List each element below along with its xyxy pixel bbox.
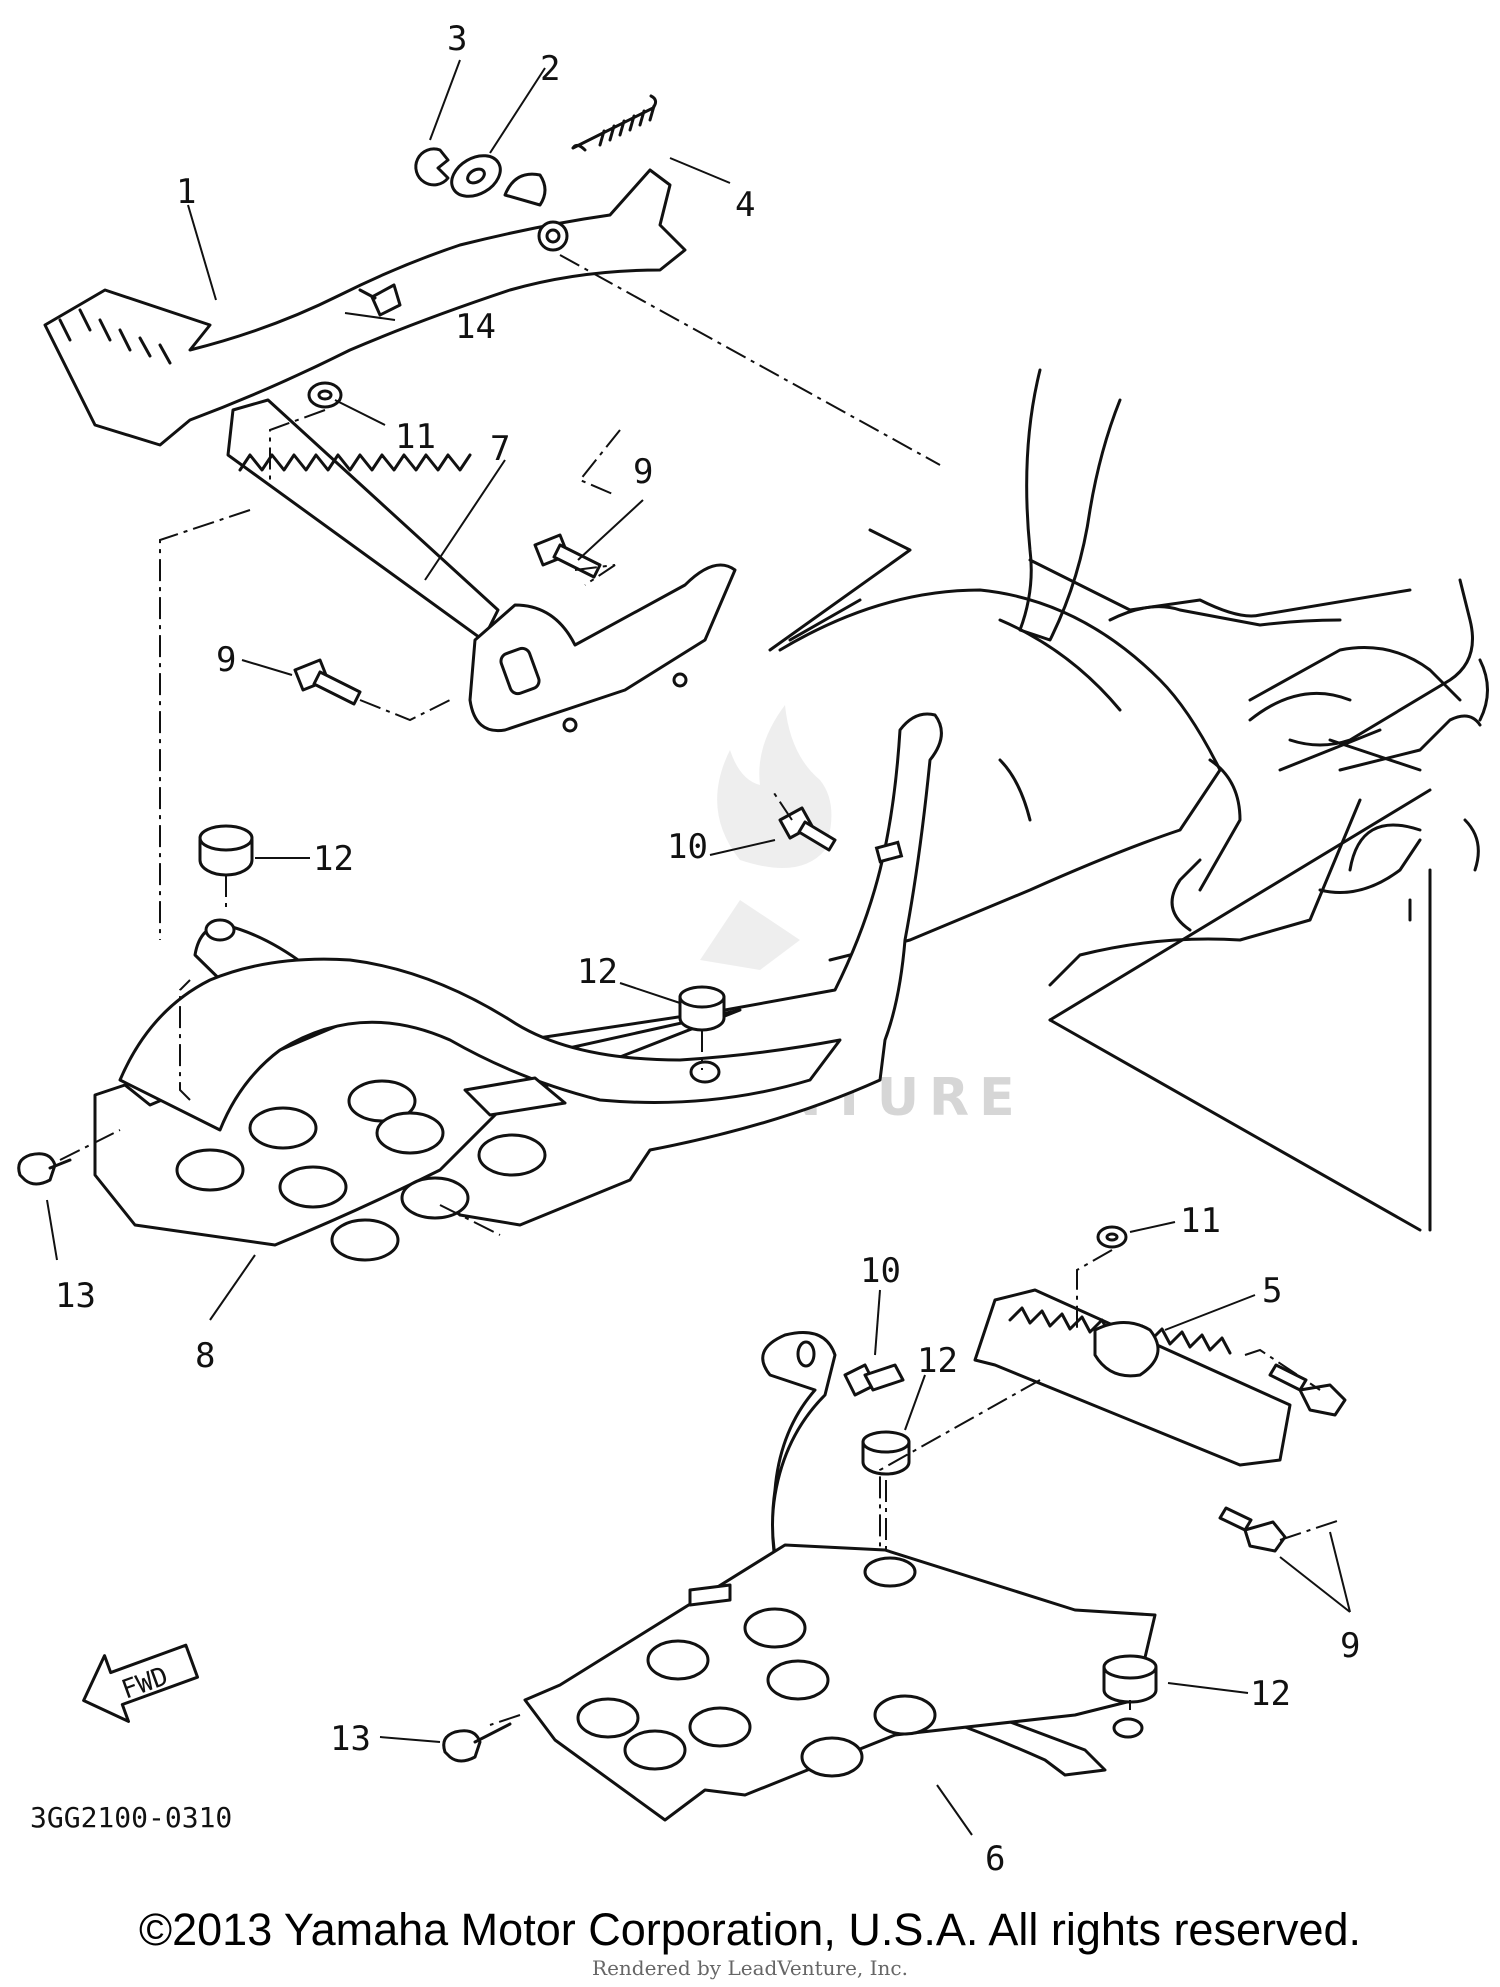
callout-9-upper: 9 xyxy=(633,452,653,492)
grommet-b xyxy=(678,985,726,1032)
callout-9-left: 9 xyxy=(216,640,236,680)
bolt-9-right-lower xyxy=(1218,1506,1287,1553)
frame-outline xyxy=(768,368,1489,1232)
return-spring xyxy=(571,94,658,152)
left-guard xyxy=(93,712,943,1262)
copyright-notice: ©2013 Yamaha Motor Corporation, U.S.A. A… xyxy=(138,1904,1362,1955)
brake-pedal xyxy=(43,168,687,447)
callout-13-left: 13 xyxy=(55,1276,96,1316)
fwd-arrow: FWD xyxy=(82,1643,199,1723)
callout-13-right: 13 xyxy=(330,1719,371,1759)
right-guard xyxy=(523,1331,1157,1822)
callout-4: 4 xyxy=(735,185,755,225)
bolt-10-upper xyxy=(778,806,837,852)
callout-1: 1 xyxy=(176,172,196,212)
callout-2: 2 xyxy=(540,49,560,89)
bolt-lower xyxy=(293,658,362,706)
grommet-d xyxy=(1102,1654,1158,1704)
grommet-c xyxy=(861,1430,911,1476)
leader-lines xyxy=(46,59,1351,1836)
callout-11-lower: 11 xyxy=(1180,1201,1221,1241)
right-footrest-nut xyxy=(1096,1225,1128,1249)
callout-7: 7 xyxy=(490,429,510,469)
callout-9-right: 9 xyxy=(1340,1626,1360,1666)
callout-3: 3 xyxy=(447,19,467,59)
grommet-a xyxy=(198,824,254,877)
callout-14: 14 xyxy=(455,307,496,347)
callout-12-right-lower: 12 xyxy=(1250,1674,1291,1714)
left-footrest xyxy=(226,398,737,733)
callout-8: 8 xyxy=(195,1336,215,1376)
diagram-code: 3GG2100-0310 xyxy=(30,1801,232,1834)
bolt-9-right-upper xyxy=(1268,1363,1347,1417)
callout-10-lower: 10 xyxy=(860,1251,901,1291)
bolt-13-left xyxy=(17,1152,72,1186)
callout-12-center: 12 xyxy=(577,952,618,992)
bolt-13-right xyxy=(442,1722,512,1763)
callout-12-right-upper: 12 xyxy=(917,1341,958,1381)
callout-12-left: 12 xyxy=(313,839,354,879)
washer xyxy=(450,154,502,198)
assembly-lines xyxy=(59,254,1341,1726)
callout-10-upper: 10 xyxy=(667,827,708,867)
bolt-10-lower xyxy=(843,1363,905,1397)
rendered-by-credit: Rendered by LeadVenture, Inc. xyxy=(592,1956,908,1980)
callout-5: 5 xyxy=(1262,1271,1282,1311)
right-footrest xyxy=(973,1288,1292,1467)
pedal-pin xyxy=(358,283,402,317)
callout-11-upper: 11 xyxy=(395,417,436,457)
bolt-upper xyxy=(533,533,602,579)
callout-6: 6 xyxy=(985,1839,1005,1879)
left-footrest-nut xyxy=(307,381,343,409)
e-clip xyxy=(414,147,450,187)
